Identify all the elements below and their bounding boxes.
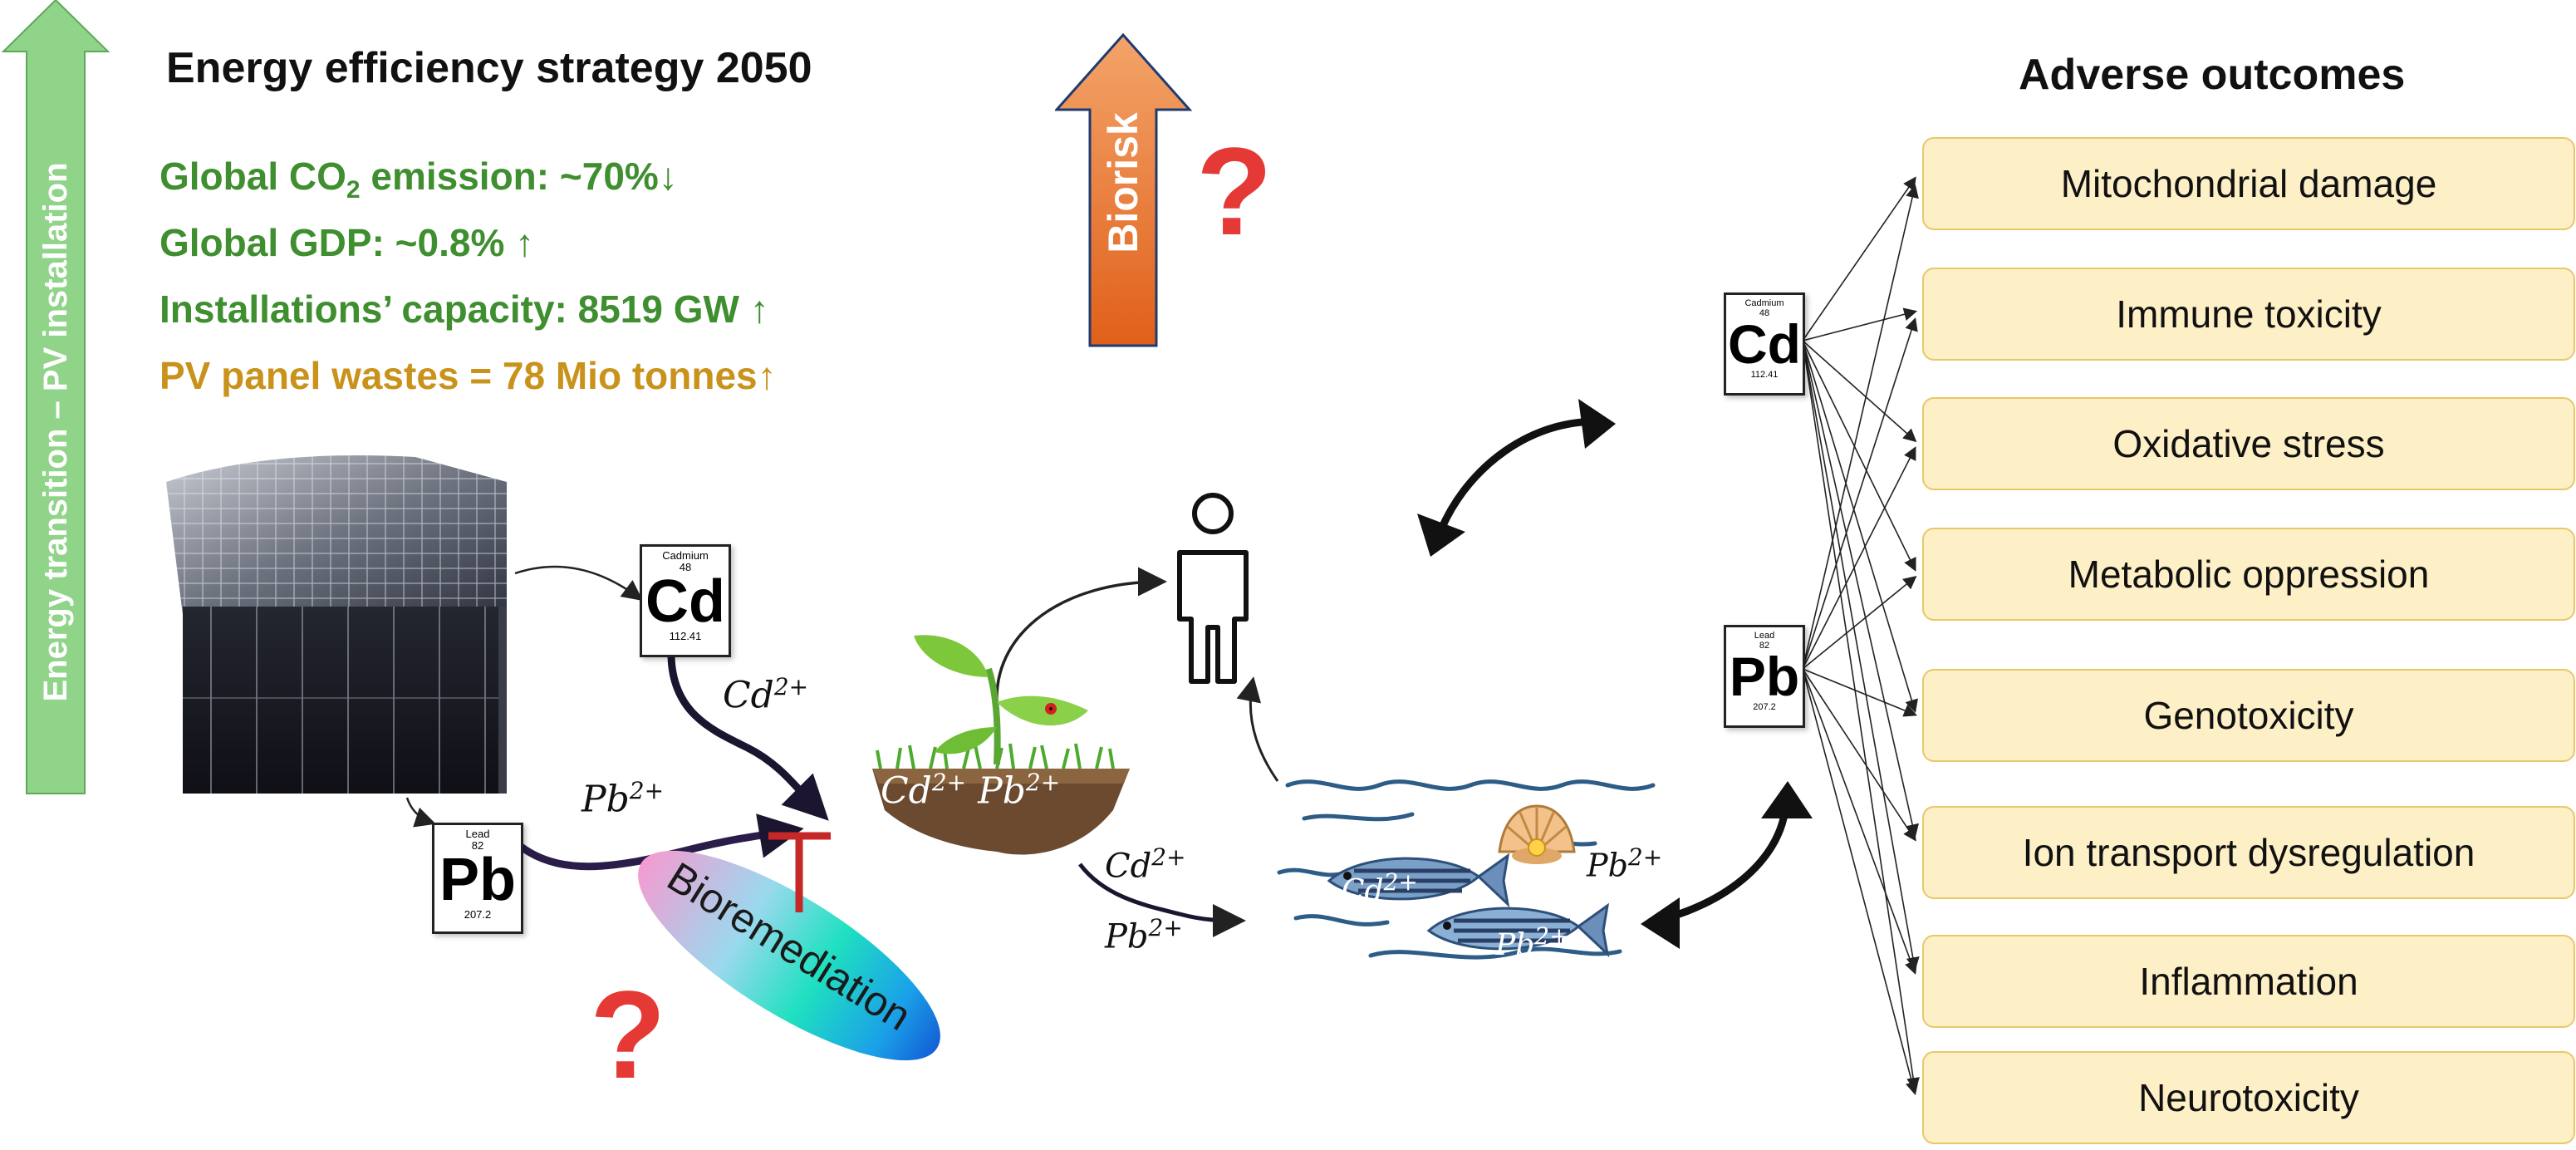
biorisk-arrow: [1055, 33, 1193, 347]
adverse-outcomes-title: Adverse outcomes: [2019, 51, 2406, 99]
outcome-box: Inflammation: [1922, 935, 2575, 1028]
plant-soil-icon: [872, 635, 1130, 855]
fish-water-icon: [1277, 779, 1656, 960]
strategy-title: Energy efficiency strategy 2050: [166, 44, 812, 92]
gdp-stat: Global GDP: ~0.8% ↑: [159, 221, 535, 264]
waste-stat: PV panel wastes = 78 Mio tonnes↑: [159, 354, 777, 397]
cd-ion-flow-label: Cd2+: [1105, 843, 1186, 886]
cd-ion-label: Cd2+: [723, 673, 809, 717]
bioremediation-question-mark: ?: [590, 965, 666, 1104]
outcome-box: Genotoxicity: [1922, 669, 2575, 762]
capacity-stat: Installations’ capacity: 8519 GW ↑: [159, 288, 769, 331]
fish-pb-label: Pb2+: [1495, 922, 1569, 962]
lead-tile-right: Lead 82 Pb 207.2: [1724, 625, 1805, 728]
outcome-box: Ion transport dysregulation: [1922, 806, 2575, 899]
outcome-box: Mitochondrial damage: [1922, 137, 2575, 230]
cadmium-tile-right: Cadmium 48 Cd 112.41: [1724, 292, 1805, 396]
cadmium-tile: Cadmium 48 Cd 112.41: [640, 544, 731, 657]
outcome-box: Neurotoxicity: [1922, 1051, 2575, 1144]
solar-panel-icon: [166, 455, 507, 794]
fish-cd-label: Cd2+: [1342, 868, 1418, 908]
soil-ion-label: Cd2+ Pb2+: [881, 769, 1061, 813]
pb-ion-water-label: Pb2+: [1587, 843, 1663, 884]
pb-ion-label: Pb2+: [581, 777, 665, 821]
outcome-box: Metabolic oppression: [1922, 528, 2575, 621]
lead-tile: Lead 82 Pb 207.2: [432, 823, 523, 934]
pb-ion-flow-label: Pb2+: [1105, 914, 1183, 956]
person-icon: [1177, 493, 1249, 684]
co2-stat: Global CO2 emission: ~70%↓: [159, 155, 678, 204]
energy-transition-arrow: [1, 0, 110, 794]
outcome-box: Oxidative stress: [1922, 397, 2575, 490]
biorisk-question-mark: ?: [1196, 121, 1273, 261]
outcome-box: Immune toxicity: [1922, 268, 2575, 361]
